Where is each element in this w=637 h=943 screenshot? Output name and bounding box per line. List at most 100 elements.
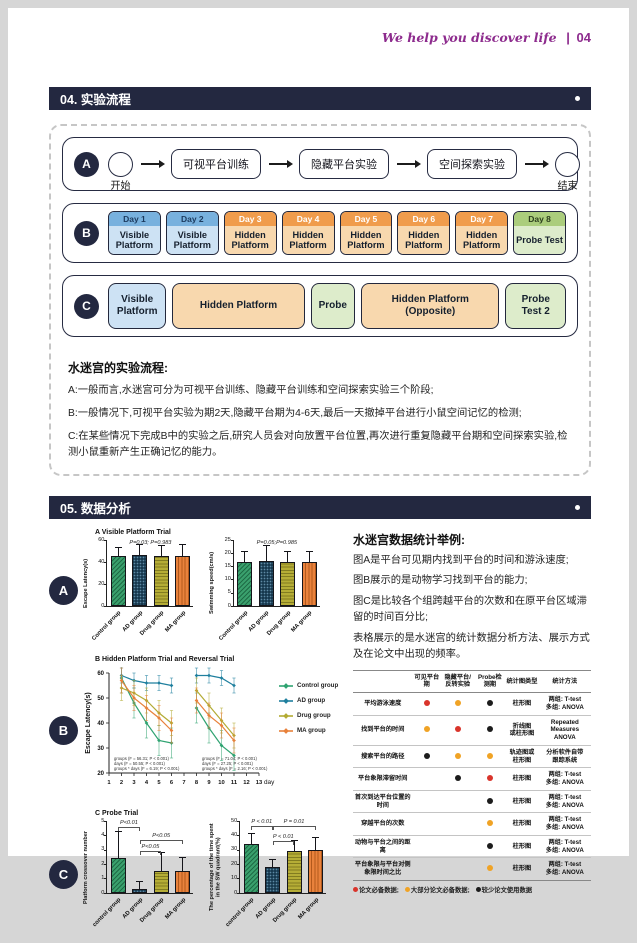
flow-step-visible-training: 可视平台训练	[171, 149, 261, 179]
bar	[237, 562, 253, 606]
sig-bracket	[272, 825, 316, 830]
x-tick-label: 12	[243, 780, 249, 786]
section-04-title: 04. 实验流程	[60, 93, 131, 107]
series-line	[196, 699, 235, 741]
anova-stats-text: days (F = 27.25; P < 0.001)	[202, 761, 254, 766]
header-separator: |	[566, 30, 570, 45]
day-card-label: Probe Test	[514, 226, 565, 254]
row-name: 找到平台的时间	[361, 726, 405, 734]
day-card-label: Visible Platform	[166, 226, 218, 254]
day-card-header: Day 4	[282, 212, 334, 226]
y-tick-label: 50	[231, 817, 238, 824]
dot-cell	[474, 715, 505, 745]
y-tick-mark	[237, 849, 241, 851]
x-tick-label: Control group	[217, 609, 249, 642]
data-marker	[169, 683, 174, 688]
sig-bracket	[272, 840, 295, 845]
dot-cell	[441, 745, 474, 768]
sig-bracket	[139, 839, 183, 844]
error-bar-cap	[290, 839, 298, 841]
chart-title: B Hidden Platform Trial and Reversal Tri…	[95, 655, 235, 663]
error-bar-cap	[262, 545, 270, 547]
legend-label: 大部分论文必备数据;	[410, 886, 470, 894]
data-marker	[144, 680, 149, 685]
red-dot-icon	[454, 726, 461, 733]
chart-type-cell: 柱形图	[505, 813, 538, 836]
sig-label: P<0.05	[141, 844, 160, 851]
yellow-dot-icon	[486, 865, 493, 872]
sig-label: P < 0.01	[251, 818, 273, 825]
method-line: 多组: ANOVA	[545, 869, 584, 877]
chart-type-cell: 柱形图	[505, 790, 538, 813]
y-tick-label: 0	[227, 602, 231, 609]
method-line: 两组: T-test	[548, 696, 582, 704]
dot-cell	[441, 790, 474, 813]
error-bar	[244, 551, 246, 563]
chart-type-line: 柱形图	[512, 756, 532, 764]
y-tick-label: 60	[97, 671, 104, 677]
yellow-dot-icon	[486, 752, 493, 759]
day-card-label: Hidden Platform	[282, 226, 334, 254]
legend-item: Drug group	[279, 712, 338, 720]
bar	[265, 866, 281, 893]
arrow-right-icon	[397, 160, 421, 168]
chart-type-cell: 柱形图	[505, 693, 538, 716]
process-line-a: A:一般而言,水迷宫可分为可视平台训练、隐藏平台训练和空间探索实验三个阶段;	[68, 385, 434, 396]
y-tick-mark	[237, 835, 241, 837]
error-bar-cap	[241, 550, 249, 552]
sig-bracket	[139, 851, 162, 856]
analysis-line-2: 图B展示的是动物学习找到平台的能力;	[353, 575, 528, 587]
y-tick-label: 5	[101, 817, 105, 824]
error-bar	[117, 832, 119, 859]
x-tick-label: MA group	[290, 609, 314, 634]
error-bar	[182, 857, 184, 872]
day-card-header: Day 1	[109, 212, 160, 226]
error-bar-cap	[136, 881, 144, 883]
error-bar	[250, 833, 252, 844]
dot-cell	[413, 745, 442, 768]
bar	[153, 556, 169, 606]
data-marker	[207, 673, 211, 678]
table-legend: 论文必备数据;大部分论文必备数据;较少论文使用数据	[353, 885, 591, 894]
y-tick-mark	[104, 605, 108, 607]
chart-type-line: 柱形图	[512, 842, 532, 850]
bar	[110, 556, 126, 606]
dot-cell	[413, 835, 442, 858]
p-value-annotation: P=0.03; P=0.983	[129, 539, 172, 546]
arrow-right-icon	[525, 160, 549, 168]
yellow-dot-icon	[423, 726, 430, 733]
phase-block: Probe Test 2	[505, 283, 567, 329]
black-dot-icon	[475, 886, 481, 892]
data-marker	[194, 673, 199, 678]
y-tick-label: 5	[227, 589, 231, 596]
flow-row-a: A 开始 可视平台训练 隐藏平台实验 空间探索实验 结束	[62, 137, 580, 192]
chart-badge-a: A	[49, 575, 78, 605]
legend-entry: 论文必备数据;	[353, 885, 399, 894]
row-name: 动物与平台之间的距离	[354, 838, 411, 854]
section-dot-icon	[575, 96, 580, 101]
flow-step-hidden-trial: 隐藏平台实验	[299, 149, 389, 179]
error-bar-cap	[179, 856, 187, 858]
row-name: 首次到达平台位置的时间	[354, 793, 411, 809]
anova-stats-text: groups (F = 71.04; P < 0.001)	[202, 756, 257, 761]
legend-diamond	[283, 727, 289, 734]
y-tick-mark	[230, 579, 234, 581]
y-tick-label: 50	[97, 696, 104, 702]
yellow-dot-icon	[454, 699, 461, 706]
x-tick-label: Drug group	[272, 896, 299, 924]
black-dot-icon	[423, 752, 430, 759]
chart-type-cell: 折线图或柱形图	[505, 715, 538, 745]
page-header: We help you discover life | 04	[49, 8, 591, 45]
